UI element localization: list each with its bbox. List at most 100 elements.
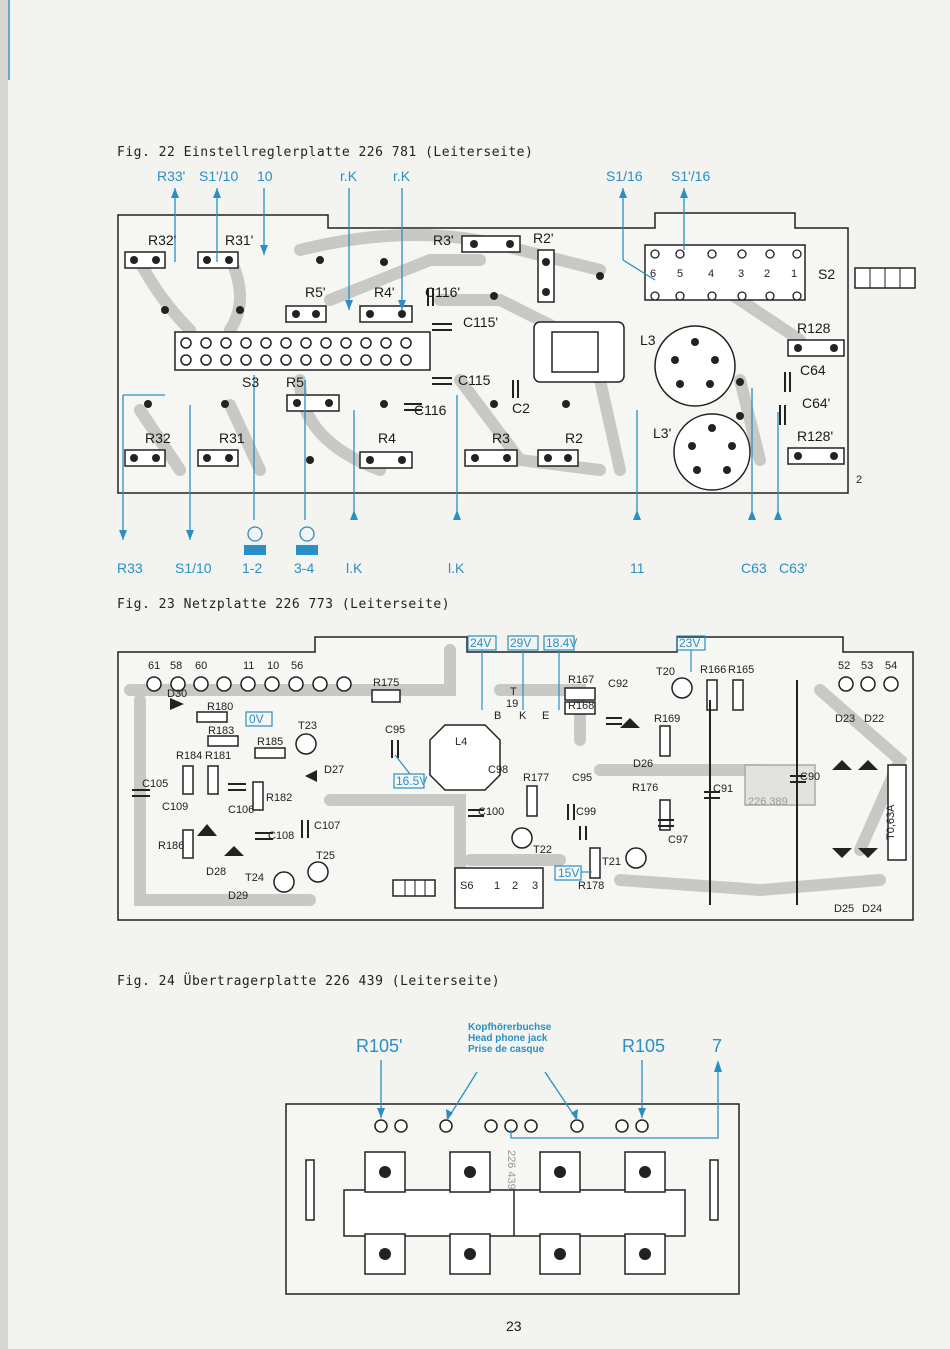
part-label: C116 [414,402,447,418]
part-label: C64 [800,362,826,378]
part-label: T20 [656,666,675,678]
part-label: C105 [142,778,169,790]
fig22-bottom-label: l.K [448,560,465,576]
part-label: B [494,710,502,722]
part-label: D27 [324,764,345,776]
part-label: D26 [633,758,654,770]
terminal-number: 11 [243,660,255,672]
part-label: R184 [176,750,203,762]
part-label: R180 [207,701,234,713]
part-label: R168 [568,700,595,712]
part-label: S3 [242,374,260,390]
part-label: T21 [602,856,621,868]
switch-pin-number: 6 [650,268,657,280]
part-label: 1 [494,880,501,892]
part-label: C108 [268,830,295,842]
part-label: R3' [433,232,454,248]
terminal-number: 56 [291,660,304,672]
part-label: T24 [245,872,264,884]
part-label: C97 [668,834,689,846]
part-label: R2 [565,430,583,446]
headphone-jack-note: Kopfhörerbuchse Head phone jack Prise de… [468,1022,551,1055]
fig23-caption: Fig. 23 Netzplatte 226 773 (Leiterseite) [117,597,451,612]
fuse-label: T0,63A [885,804,897,840]
part-label: R2' [533,230,554,246]
switch-pin-number: 5 [677,268,684,280]
fig22-caption: Fig. 22 Einstellreglerplatte 226 781 (Le… [117,145,534,160]
binder-mark [8,0,10,80]
part-label: D28 [206,866,227,878]
headphone-en: Head phone jack [468,1033,548,1044]
binder-strip [0,0,8,1349]
fig22-top-label: S1/16 [606,168,643,184]
part-label: C91 [713,783,734,795]
terminal-number: 54 [885,660,898,672]
fig22-bottom-label: C63 [741,560,767,576]
fig22-top-label: R33' [157,168,186,184]
terminal-number: 10 [267,660,280,672]
part-label: R4' [374,284,395,300]
fig22-bottom-label: S1/10 [175,560,212,576]
fig22-bottom-label: R33 [117,560,143,576]
fig22-top-label: S1'/16 [671,168,711,184]
terminal-number: 53 [861,660,874,672]
part-label: R177 [523,772,550,784]
switch-pin-number: 3 [738,268,745,280]
part-label: 3 [532,880,539,892]
part-label: L3' [653,425,672,441]
part-label: C2 [512,400,530,416]
part-label: R128' [797,428,834,444]
part-label: C109 [162,801,189,813]
part-label: R4 [378,430,396,446]
part-label: R186 [158,840,185,852]
part-label: C90 [800,771,821,783]
part-label: R175 [373,677,400,689]
part-label: T22 [533,844,552,856]
fig22-bottom-label: 11 [630,560,645,576]
fig22-top-label: r.K [393,168,411,184]
part-label: R165 [728,664,755,676]
part-label: R181 [205,750,232,762]
fig22-bottom-label: l.K [346,560,363,576]
fig22-bottom-label: C63' [779,560,808,576]
part-label: R5 [286,374,304,390]
headphone-fr: Prise de casque [468,1044,545,1055]
switch-pin-number: 1 [791,268,798,280]
board-number: 226 389 [748,796,788,808]
headphone-de: Kopfhörerbuchse [468,1022,552,1033]
voltage-tag: 24V [470,636,492,650]
part-label: C95 [572,772,593,784]
part-label: E [542,710,550,722]
part-label: R31 [219,430,245,446]
fig22-top-label: 10 [257,168,273,184]
part-label: L3 [640,332,656,348]
part-label: R5' [305,284,326,300]
part-label: R167 [568,674,595,686]
part-label: D25 [834,903,855,915]
part-label: R183 [208,725,235,737]
terminal-number: 58 [170,660,183,672]
part-label: T23 [298,720,317,732]
fig22-bottom-label: 1-2 [242,560,263,576]
fig24-label: R105' [356,1036,403,1056]
part-label: R128 [797,320,831,336]
board-number: 226 439 [505,1150,517,1190]
part-label: R32 [145,430,171,446]
terminal-number: 61 [148,660,161,672]
part-label: D22 [864,713,885,725]
part-label: R166 [700,664,727,676]
fig24-caption: Fig. 24 Übertragerplatte 226 439 (Leiter… [117,974,501,989]
part-label: S6 [460,880,474,892]
fig22-top-label: S1'/10 [199,168,239,184]
fig22-bottom-label: 3-4 [294,560,315,576]
part-label: T25 [316,850,335,862]
part-label: C115' [463,314,499,330]
part-label: R178 [578,880,605,892]
voltage-tag: 29V [510,636,532,650]
part-label: 19 [506,698,519,710]
part-label: K [519,710,527,722]
part-label: R182 [266,792,293,804]
part-label: R3 [492,430,510,446]
board-number: 2 [856,474,863,486]
